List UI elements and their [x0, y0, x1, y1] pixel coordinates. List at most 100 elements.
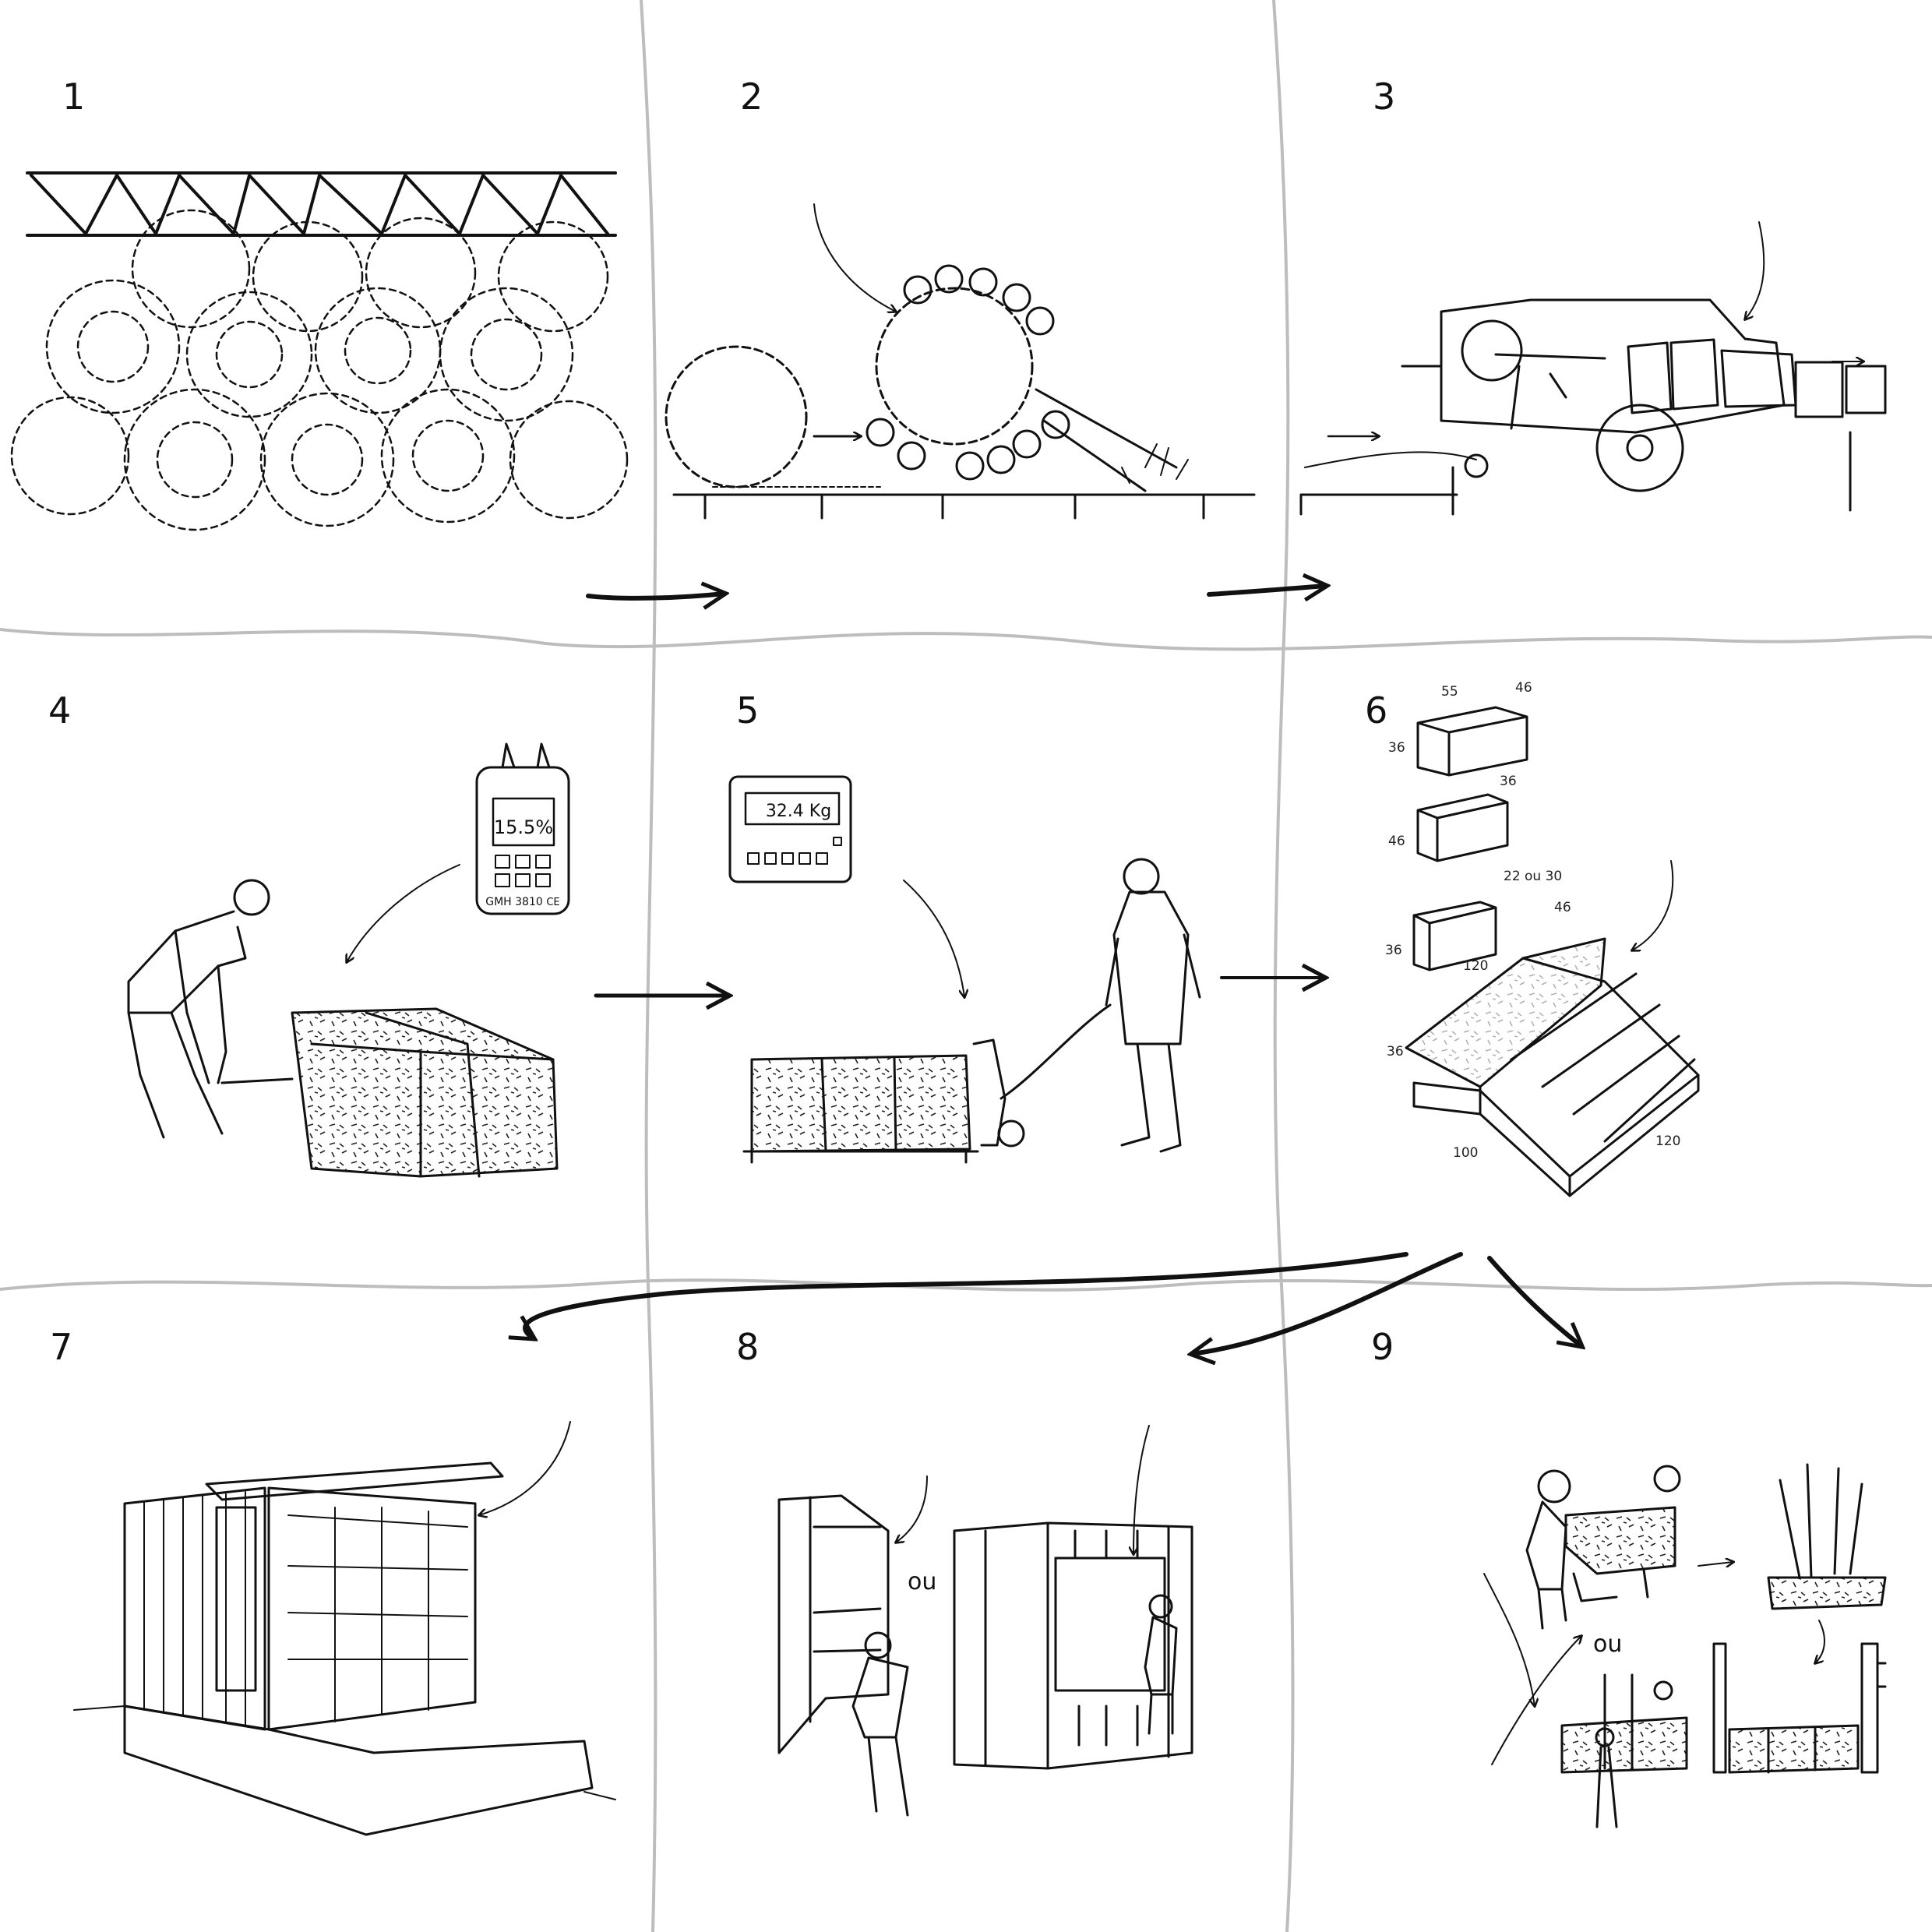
pointer-arrow — [479, 1421, 571, 1515]
panel-5-weighing: 32.4 Kg — [728, 775, 1201, 1164]
meter-reading: 15.5% — [494, 816, 553, 838]
panel-number-4: 4 — [48, 689, 71, 732]
baler-supports — [1299, 365, 1852, 516]
grid-line-vertical-1 — [640, 0, 658, 1932]
bale-c — [1412, 901, 1497, 971]
pallet-jack — [972, 1003, 1112, 1148]
connector-ou-9: ou — [1593, 1631, 1622, 1658]
curve-arrow-bottom — [1491, 1636, 1581, 1765]
panel-8-prefab-walls: ou — [777, 1425, 1193, 1817]
grid-line-vertical-2 — [1272, 0, 1295, 1932]
pointer-arrow — [1745, 221, 1765, 319]
dim-36-b: 36 — [1500, 774, 1517, 789]
arrow-down-right — [1815, 1620, 1825, 1663]
pointer-arrow-right — [1133, 1425, 1150, 1554]
panel-number-6: 6 — [1365, 689, 1387, 732]
panel-number-2: 2 — [740, 76, 763, 118]
dim-46-bale: 46 — [1554, 900, 1571, 915]
flow-arrow-6-to-7 — [525, 1252, 1408, 1338]
finished-wall — [1712, 1642, 1887, 1774]
panel-1-barn-round-bales — [10, 171, 629, 531]
pointer-arrow — [903, 880, 964, 997]
shredder-drum — [875, 287, 1034, 446]
straw-windrow — [1304, 451, 1477, 468]
panel-4-moisture-check: 15.5% GMH 3810 CE — [127, 742, 570, 1178]
dim-100: 100 — [1453, 1145, 1478, 1161]
pointer-arrow — [1632, 860, 1674, 950]
linkage — [1494, 353, 1606, 430]
panel-2-bale-unroller — [665, 203, 1256, 520]
grid-line-horizontal-2 — [0, 1278, 1932, 1292]
shredded-straw — [1121, 443, 1189, 484]
panel-number-7: 7 — [50, 1326, 72, 1368]
straw-bale-infill — [267, 1486, 477, 1731]
flow-arrows — [525, 586, 1581, 1354]
wheel-hub — [1626, 434, 1654, 462]
flow-arrow-2-to-3 — [1207, 586, 1326, 594]
flow-arrow-1-to-2 — [586, 594, 724, 598]
dim-55: 55 — [1441, 684, 1458, 700]
scale-body — [728, 775, 852, 883]
panel-3-baler — [1299, 221, 1887, 516]
flywheel — [1461, 319, 1523, 382]
drum-rollers — [866, 264, 1070, 481]
panel-number-5: 5 — [736, 689, 759, 732]
outlet-chute — [1035, 388, 1178, 492]
pointer-arrow — [347, 864, 460, 962]
workers-stuffing-box — [1525, 1465, 1681, 1630]
meter-ce-mark: CE — [546, 897, 559, 908]
cladding-wall — [123, 1486, 266, 1731]
dim-36-c: 36 — [1385, 943, 1402, 958]
worker-kneeling — [127, 879, 270, 1139]
dim-46-top: 46 — [1515, 680, 1532, 696]
worker-8-left — [851, 1631, 909, 1817]
meter-model: GMH 3810 — [485, 896, 543, 908]
pointer-arrow-left — [896, 1475, 928, 1542]
workers-in-wall — [1560, 1673, 1688, 1828]
bale-b — [1416, 793, 1509, 862]
panel-number-3: 3 — [1373, 76, 1395, 118]
bales-on-pallet — [742, 1054, 979, 1164]
flow-arrow-6-to-9 — [1487, 1256, 1581, 1346]
scale-screen — [744, 791, 841, 826]
baler-body — [1440, 298, 1786, 434]
panel-7-building-section — [73, 1421, 616, 1836]
panel-number-1: 1 — [62, 76, 85, 118]
panel-number-8: 8 — [736, 1326, 759, 1368]
ground-line — [73, 1705, 616, 1800]
panel-6-bale-dimensions: 55 46 36 36 46 22 ou 30 36 120 46 36 100… — [1385, 680, 1700, 1197]
panel-9-infill-options: ou — [1483, 1463, 1887, 1828]
panel-number-9: 9 — [1371, 1326, 1394, 1368]
pallet-with-bales — [1405, 937, 1700, 1197]
bale-a — [1416, 706, 1528, 777]
probe-rod — [220, 1077, 294, 1084]
dim-120-bale: 120 — [1463, 958, 1488, 974]
scale-reading: 32.4 Kg — [766, 802, 831, 821]
wall-frame-right — [953, 1521, 1193, 1770]
round-bale-stack — [10, 209, 629, 531]
dim-22-ou-30: 22 ou 30 — [1504, 869, 1562, 884]
dim-36-a: 36 — [1388, 740, 1405, 756]
panel-numbers: 1 2 3 4 5 6 7 8 9 — [48, 76, 1395, 1368]
meter-body — [475, 766, 570, 915]
stone-foundation — [123, 1705, 594, 1836]
straw-bale-stack — [291, 1007, 559, 1178]
arrow-to-filled-box — [1698, 1562, 1733, 1566]
wheel — [1595, 404, 1684, 492]
meter-probes — [501, 742, 551, 769]
filled-box — [1767, 1463, 1887, 1610]
meter-buttons — [495, 855, 551, 887]
pointer-arrow — [813, 203, 896, 312]
moisture-meter: 15.5% GMH 3810 CE — [475, 742, 570, 915]
worker-8-right — [1144, 1594, 1178, 1735]
machine-base — [672, 493, 1256, 520]
meter-screen — [492, 797, 555, 847]
curve-arrow-left — [1483, 1573, 1535, 1706]
dim-36-d: 36 — [1387, 1044, 1404, 1059]
digital-scale: 32.4 Kg — [728, 775, 852, 883]
pickup-roller — [1464, 453, 1489, 478]
connector-ou-8: ou — [908, 1568, 936, 1595]
bale-grid — [287, 1507, 468, 1722]
